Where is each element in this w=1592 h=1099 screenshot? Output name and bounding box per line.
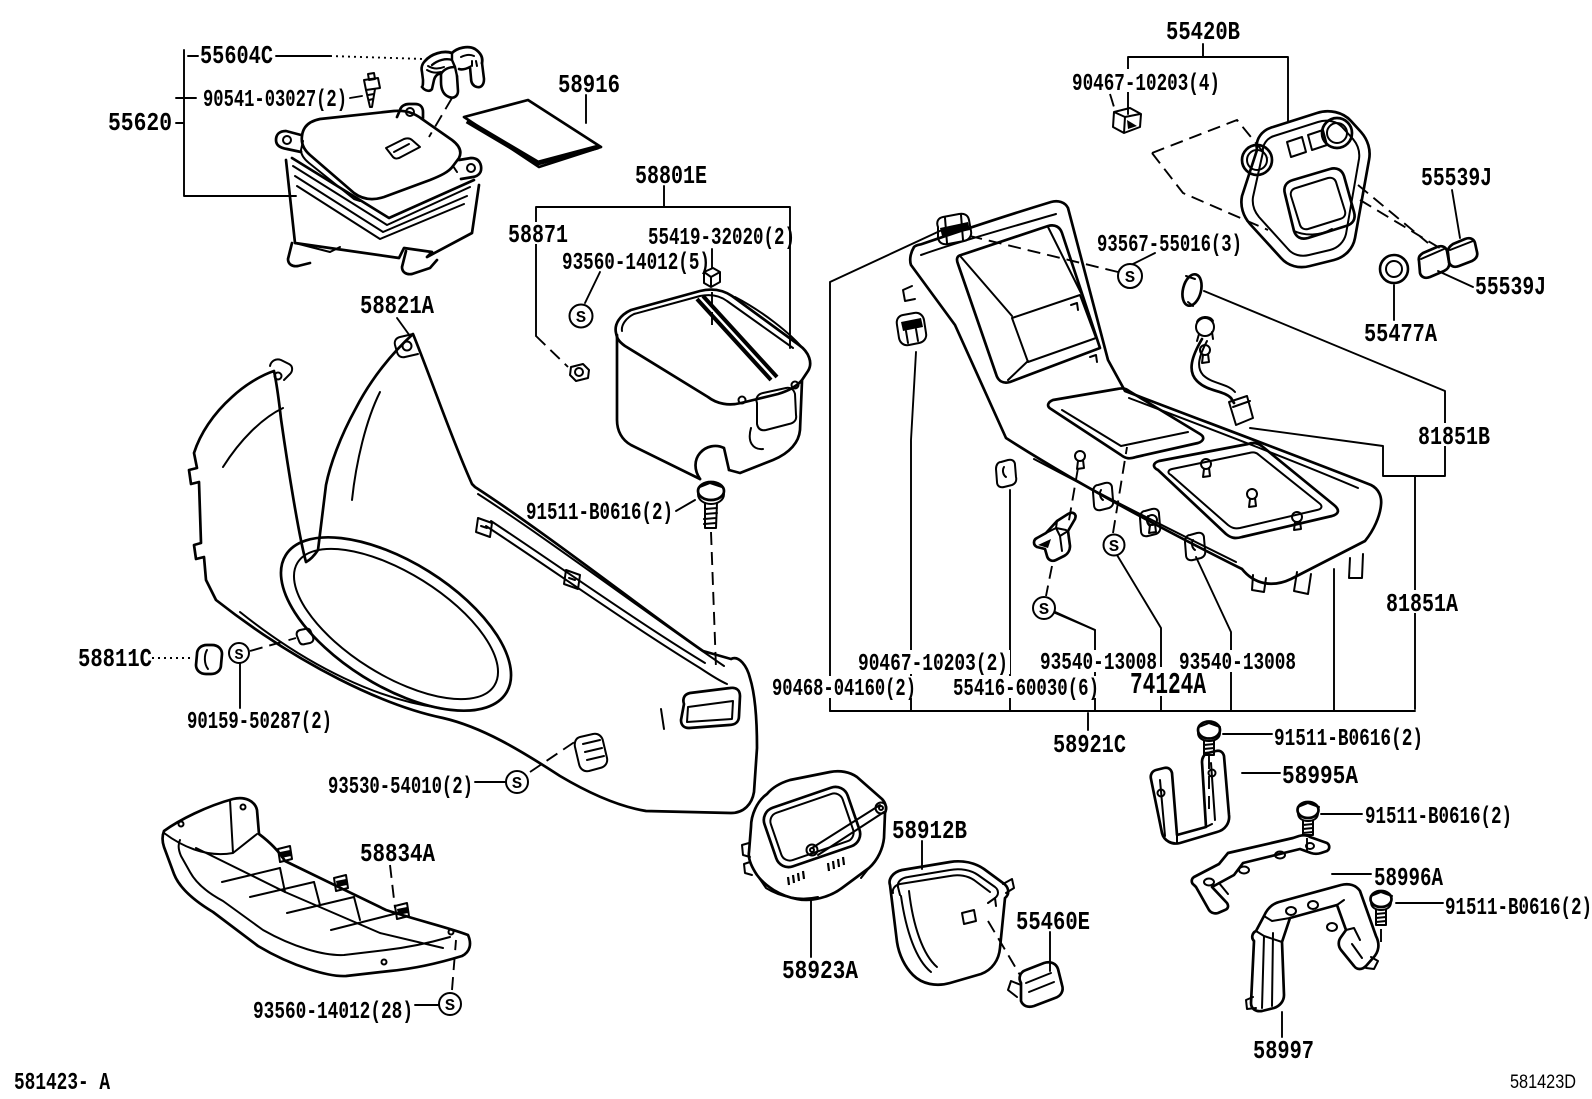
svg-text:55416-60030(6): 55416-60030(6) <box>953 676 1099 703</box>
svg-text:58801E: 58801E <box>635 161 707 191</box>
svg-text:58821A: 58821A <box>360 291 434 321</box>
svg-text:581423D: 581423D <box>1510 1072 1576 1093</box>
svg-text:58916: 58916 <box>558 70 620 100</box>
svg-text:S: S <box>576 309 586 328</box>
svg-text:55539J: 55539J <box>1475 272 1546 302</box>
svg-text:55539J: 55539J <box>1421 163 1492 193</box>
svg-text:91511-B0616(2): 91511-B0616(2) <box>1365 804 1512 831</box>
svg-text:58996A: 58996A <box>1374 863 1443 893</box>
svg-text:90468-04160(2): 90468-04160(2) <box>772 676 916 703</box>
svg-text:58923A: 58923A <box>782 956 858 986</box>
svg-text:93540-13008: 93540-13008 <box>1040 650 1157 677</box>
svg-text:81851A: 81851A <box>1386 589 1458 619</box>
svg-text:58997: 58997 <box>1253 1036 1314 1066</box>
svg-text:55620: 55620 <box>108 108 172 138</box>
svg-text:58811C: 58811C <box>78 644 152 674</box>
svg-text:91511-B0616(2): 91511-B0616(2) <box>1274 726 1423 753</box>
svg-text:93560-14012(28): 93560-14012(28) <box>253 999 413 1026</box>
svg-text:93560-14012(5): 93560-14012(5) <box>562 250 710 277</box>
svg-text:91511-B0616(2): 91511-B0616(2) <box>526 500 673 527</box>
svg-text:581423- A: 581423- A <box>14 1070 110 1097</box>
svg-text:93567-55016(3): 93567-55016(3) <box>1097 232 1242 259</box>
svg-text:55420B: 55420B <box>1166 17 1240 47</box>
svg-text:S: S <box>1039 601 1049 620</box>
svg-text:55604C: 55604C <box>200 41 273 71</box>
svg-text:90467-10203(2): 90467-10203(2) <box>858 651 1008 678</box>
svg-text:93540-13008: 93540-13008 <box>1179 650 1296 677</box>
svg-text:58912B: 58912B <box>892 816 967 846</box>
svg-text:58834A: 58834A <box>360 839 435 869</box>
svg-text:58871: 58871 <box>508 220 568 250</box>
svg-text:S: S <box>445 997 455 1016</box>
svg-text:S: S <box>1125 269 1135 288</box>
svg-text:58995A: 58995A <box>1282 761 1358 791</box>
svg-text:55419-32020(2): 55419-32020(2) <box>648 225 795 252</box>
svg-text:55460E: 55460E <box>1016 907 1090 937</box>
svg-text:81851B: 81851B <box>1418 422 1490 452</box>
svg-text:S: S <box>234 647 243 664</box>
svg-text:93530-54010(2): 93530-54010(2) <box>328 774 473 801</box>
svg-text:58921C: 58921C <box>1053 730 1126 760</box>
svg-text:74124A: 74124A <box>1130 668 1206 703</box>
svg-text:55477A: 55477A <box>1364 319 1437 349</box>
svg-text:90159-50287(2): 90159-50287(2) <box>187 709 332 736</box>
svg-text:90467-10203(4): 90467-10203(4) <box>1072 71 1220 98</box>
svg-text:S: S <box>1109 538 1119 557</box>
svg-text:90541-03027(2): 90541-03027(2) <box>203 87 347 114</box>
svg-text:91511-B0616(2): 91511-B0616(2) <box>1445 895 1592 922</box>
svg-text:S: S <box>512 775 522 794</box>
